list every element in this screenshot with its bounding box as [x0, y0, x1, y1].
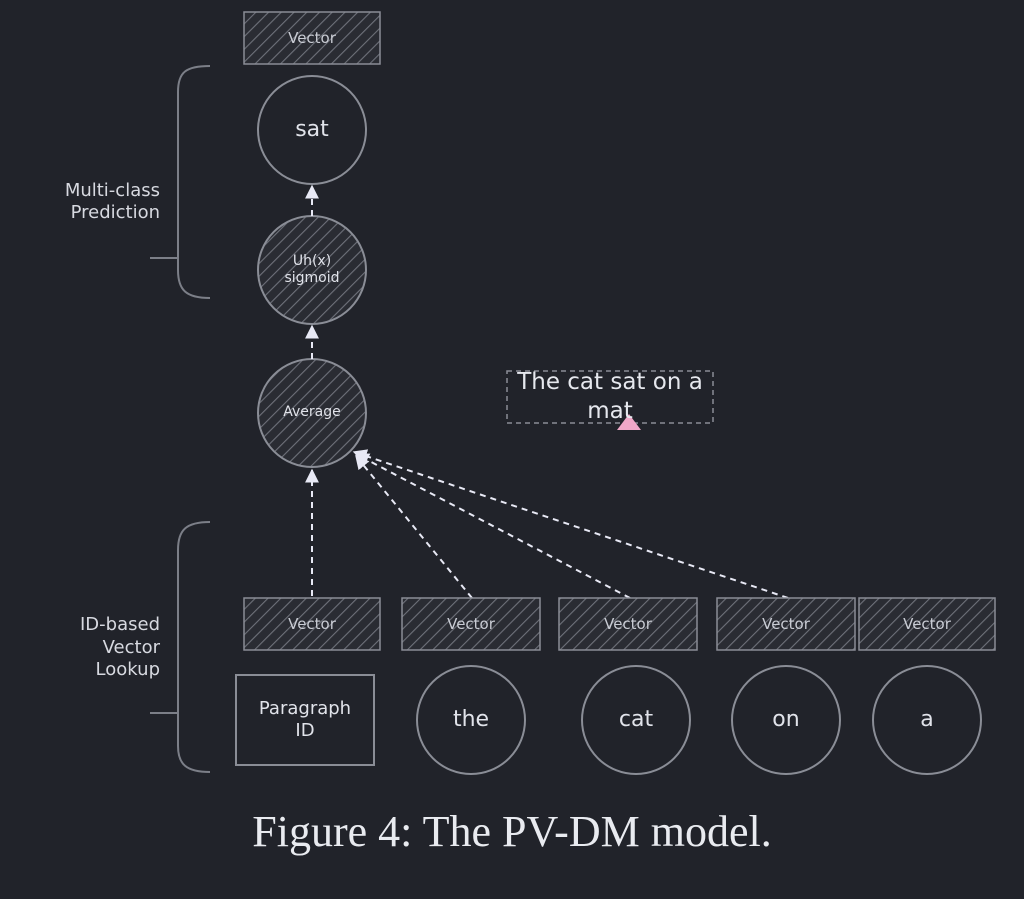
input-vector-label-cat: Vector [604, 614, 652, 633]
sentence-text: The cat sat on a mat [517, 369, 703, 424]
paragraph-id-label: Paragraph ID [258, 697, 352, 742]
paragraph-id-box [235, 674, 375, 766]
input-word-label-a: a [920, 707, 934, 733]
sentence-box [506, 370, 714, 424]
output-vector-box [243, 11, 381, 65]
lookup-bracket [177, 521, 211, 773]
output-word-label: sat [295, 117, 329, 143]
sigmoid-label: Uh(x) sigmoid [284, 252, 340, 287]
figure-caption: Figure 4: The PV-DM model. [252, 807, 772, 856]
input-vector-label-paragraph: Vector [288, 614, 336, 633]
target-word-marker [617, 414, 641, 430]
input-vector-box-on [716, 597, 856, 651]
arrow-the-vector-to-average [355, 454, 473, 599]
input-vector-box-paragraph [243, 597, 381, 651]
input-word-label-the: the [452, 707, 490, 733]
average-label: Average [283, 404, 341, 421]
input-word-node-the [416, 665, 526, 775]
lookup-side-label: ID-based Vector Lookup [80, 614, 160, 681]
output-word-node [257, 75, 367, 185]
input-vector-box-the [401, 597, 541, 651]
input-vector-box-cat [558, 597, 698, 651]
input-vector-box-a [858, 597, 996, 651]
arrow-cat-vector-to-average [354, 453, 631, 599]
input-vector-label-the: Vector [447, 614, 495, 633]
prediction-side-label: Multi-class Prediction [64, 179, 160, 224]
input-word-label-on: on [772, 707, 800, 733]
input-word-node-a [872, 665, 982, 775]
prediction-bracket [177, 65, 211, 299]
output-vector-label: Vector [288, 28, 336, 47]
input-vector-label-a: Vector [903, 614, 951, 633]
input-word-node-cat [581, 665, 691, 775]
input-word-label-cat: cat [618, 707, 654, 733]
input-word-node-on [731, 665, 841, 775]
input-vector-label-on: Vector [762, 614, 810, 633]
arrow-on-vector-to-average [352, 449, 789, 599]
